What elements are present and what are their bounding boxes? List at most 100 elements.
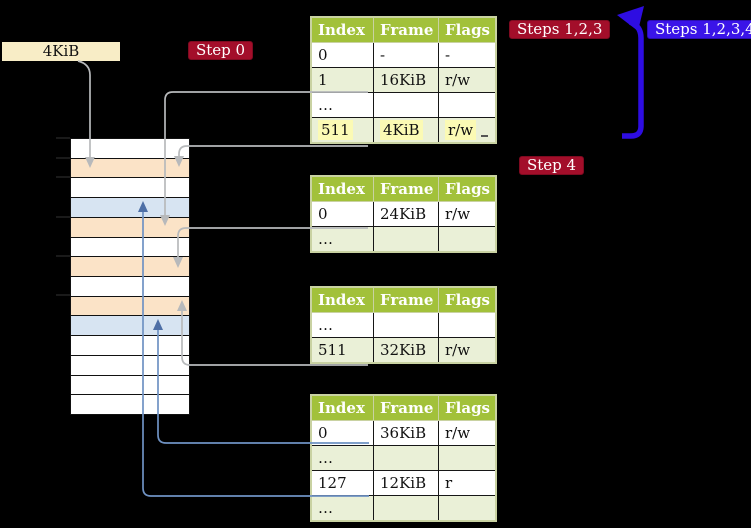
table-cell xyxy=(438,312,497,338)
table-cell xyxy=(438,495,497,522)
table-cell: 12KiB xyxy=(373,470,439,496)
table-cell: r/w xyxy=(438,337,497,364)
column-header: Flags xyxy=(438,175,497,202)
table-cell: 511 xyxy=(310,337,374,364)
column-header: Frame xyxy=(373,286,439,313)
table-cell xyxy=(373,92,439,118)
table-row: 511 4KiB r/w xyxy=(310,117,497,144)
memory-tick xyxy=(56,156,70,159)
memory-frame-row xyxy=(71,177,189,198)
table-cell: 127 xyxy=(310,470,374,496)
table-cell: … xyxy=(310,445,374,471)
table-cell: 36KiB xyxy=(373,420,439,446)
memory-frame-row xyxy=(71,197,189,217)
table-cell: 0 xyxy=(310,420,374,446)
memory-tick xyxy=(56,137,70,139)
table-row: … xyxy=(310,92,497,118)
table-cell: 1 xyxy=(310,67,374,93)
table-cell: r/w xyxy=(438,420,497,446)
table-cell: 4KiB xyxy=(373,117,439,144)
memory-frame-row xyxy=(71,157,189,178)
column-header: Index xyxy=(310,394,374,421)
table-cell: 24KiB xyxy=(373,201,439,227)
column-header: Index xyxy=(310,16,374,43)
table-cell xyxy=(438,226,497,253)
table-cell: … xyxy=(310,92,374,118)
memory-frame-row xyxy=(71,295,189,316)
table-row: … xyxy=(310,312,497,338)
column-header: Frame xyxy=(373,394,439,421)
memory-frame-row xyxy=(71,256,189,277)
table-cell: r xyxy=(438,470,497,496)
badge-step-0: Step 0 xyxy=(188,41,254,60)
table-row: … xyxy=(310,226,497,253)
memory-frame-row xyxy=(71,236,189,257)
table-cell xyxy=(438,445,497,471)
arrowhead-upleft-icon xyxy=(617,6,644,31)
table-cell xyxy=(373,226,439,253)
table-cell: 0 xyxy=(310,42,374,68)
memory-frame-row xyxy=(71,354,189,375)
table-cell: r/w xyxy=(438,117,497,144)
memory-tick xyxy=(56,254,70,257)
memory-frame-row xyxy=(71,315,189,336)
column-header: Flags xyxy=(438,394,497,421)
table-cell: … xyxy=(310,495,374,522)
memory-frame-row xyxy=(71,276,189,296)
highlighted-value: r/w xyxy=(445,120,477,140)
memory-tick xyxy=(56,176,70,179)
memory-frame-row xyxy=(71,394,189,415)
column-header: Flags xyxy=(438,286,497,313)
frame-size-label: 4KiB xyxy=(2,42,120,61)
table-cell: 0 xyxy=(310,201,374,227)
table-cell xyxy=(438,92,497,118)
table-cell: 16KiB xyxy=(373,67,439,93)
table-row: … xyxy=(310,445,497,471)
table-cell: r/w xyxy=(438,67,497,93)
badge-steps-1-2-3: Steps 1,2,3 xyxy=(509,20,611,39)
physical-memory-column xyxy=(70,138,190,415)
column-header: Index xyxy=(310,175,374,202)
memory-tick xyxy=(56,215,70,218)
table-cell: 511 xyxy=(310,117,374,144)
column-header: Flags xyxy=(438,16,497,43)
table-cell: - xyxy=(373,42,439,68)
memory-tick xyxy=(56,294,70,297)
connector-t1-row511 xyxy=(178,145,368,157)
column-header: Frame xyxy=(373,16,439,43)
table-cell xyxy=(373,495,439,522)
column-header: Frame xyxy=(373,175,439,202)
table-cell xyxy=(373,312,439,338)
table-cell: … xyxy=(310,312,374,338)
table-row: … xyxy=(310,495,497,522)
memory-frame-row xyxy=(71,374,189,395)
table-cell xyxy=(373,445,439,471)
column-header: Index xyxy=(310,286,374,313)
table-cell: - xyxy=(438,42,497,68)
table-cell: r/w xyxy=(438,201,497,227)
highlighted-value: 4KiB xyxy=(380,120,423,140)
steps-loop-arrow xyxy=(622,19,644,139)
memory-frame-row xyxy=(71,216,189,237)
table-row: 0-- xyxy=(310,42,497,68)
memory-frame-row xyxy=(71,139,189,158)
table-cell: 32KiB xyxy=(373,337,439,364)
table-cell: … xyxy=(310,226,374,253)
badge-step-4: Step 4 xyxy=(519,156,585,175)
badge-steps-1-2-3-4: Steps 1,2,3,4 xyxy=(647,20,751,39)
memory-frame-row xyxy=(71,335,189,355)
